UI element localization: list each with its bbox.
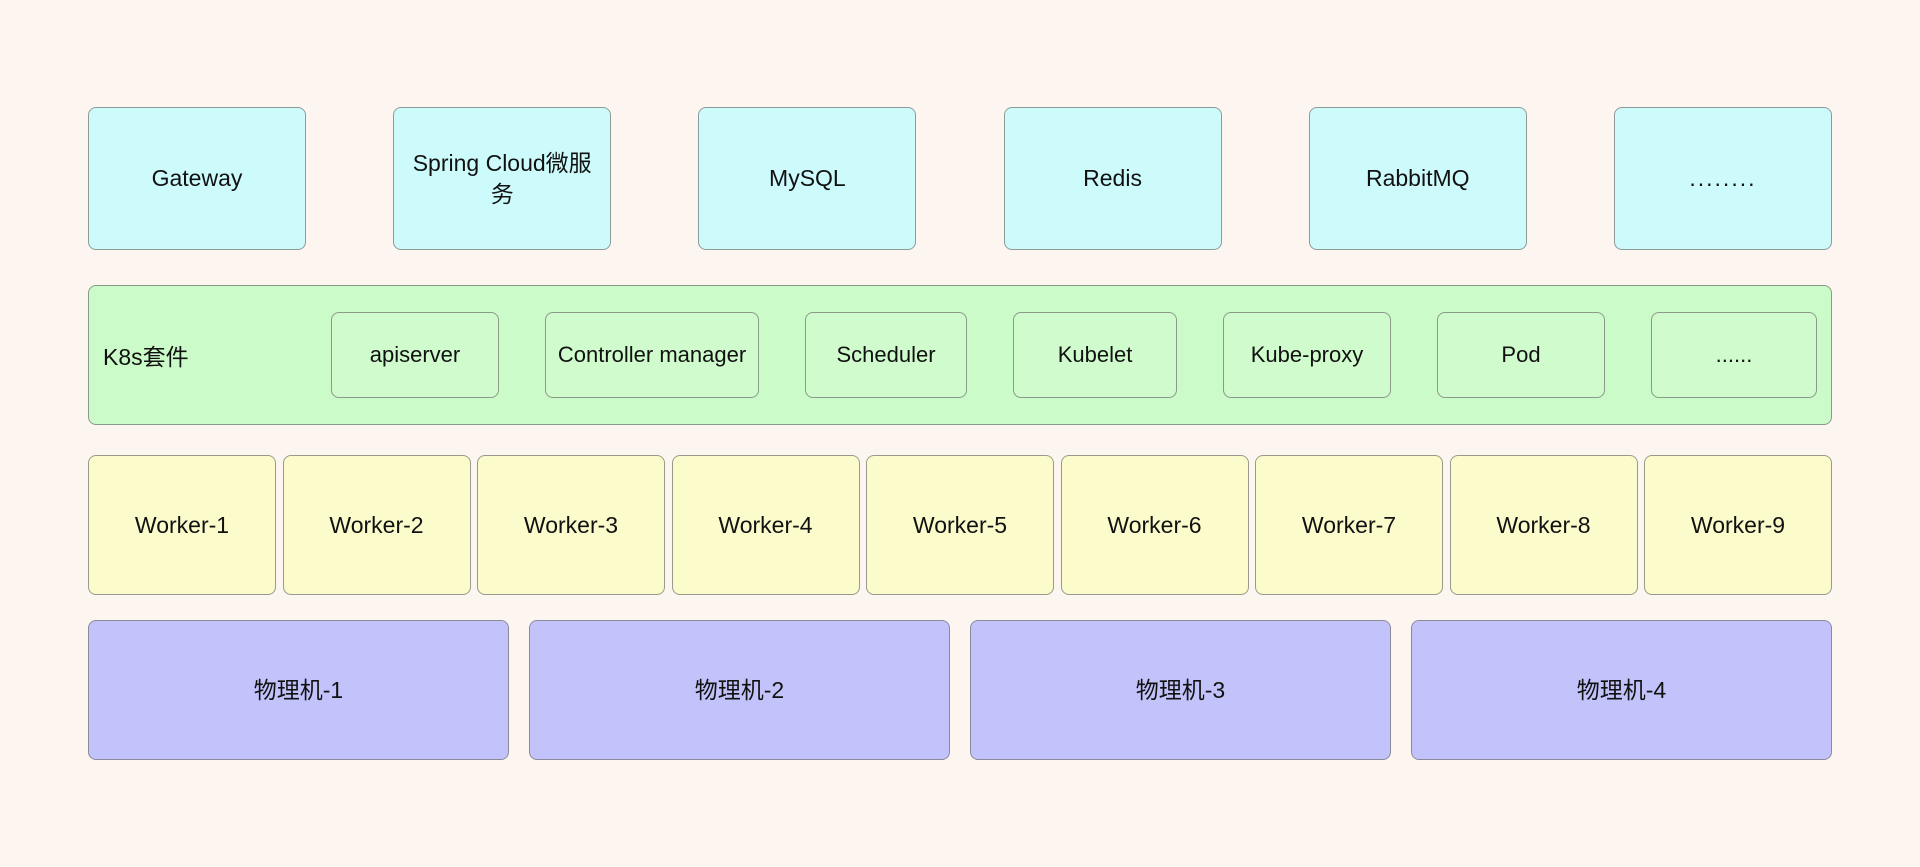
app-node-label: ........ [1689,165,1757,192]
app-node-label: Spring Cloud微服务 [412,150,592,207]
app-node-label: MySQL [769,165,846,192]
worker-node-4[interactable]: Worker-4 [671,455,860,595]
worker-node-label: Worker-1 [134,511,230,538]
physical-machine-layer-row: 物理机-1 物理机-2 物理机-3 物理机-4 [88,620,1832,760]
k8s-component-label: apiserver [369,342,461,368]
k8s-component-label: Controller manager [557,342,747,368]
app-node-rabbitmq[interactable]: RabbitMQ [1308,107,1527,250]
worker-node-label: Worker-9 [1690,511,1786,538]
worker-node-2[interactable]: Worker-2 [282,455,471,595]
worker-node-label: Worker-8 [1496,511,1591,538]
worker-layer-row: Worker-1 Worker-2 Worker-3 Worker-4 Work… [88,455,1832,595]
worker-node-label: Worker-2 [329,511,424,538]
physical-machine-1[interactable]: 物理机-1 [88,620,509,760]
k8s-component-kube-proxy[interactable]: Kube-proxy [1223,312,1391,398]
app-node-label: RabbitMQ [1365,165,1470,192]
app-node-label: Redis [1083,165,1142,192]
physical-machine-label: 物理机-4 [1576,676,1667,703]
k8s-component-ellipsis[interactable]: ...... [1651,312,1817,398]
worker-node-label: Worker-3 [523,511,619,538]
worker-node-label: Worker-7 [1301,511,1397,538]
worker-node-7[interactable]: Worker-7 [1255,455,1443,595]
k8s-component-list: apiserver Controller manager Scheduler K… [331,286,1823,424]
k8s-suite-label: K8s套件 [103,344,189,370]
physical-machine-label: 物理机-3 [1135,676,1226,703]
app-node-mysql[interactable]: MySQL [698,107,917,250]
app-node-label: Gateway [151,165,243,192]
k8s-component-pod[interactable]: Pod [1437,312,1605,398]
app-node-spring-cloud[interactable]: Spring Cloud微服务 [393,107,612,250]
worker-node-6[interactable]: Worker-6 [1060,455,1249,595]
worker-node-8[interactable]: Worker-8 [1449,455,1638,595]
k8s-component-kubelet[interactable]: Kubelet [1013,312,1177,398]
worker-node-label: Worker-5 [912,511,1008,538]
app-node-gateway[interactable]: Gateway [88,107,306,250]
worker-node-1[interactable]: Worker-1 [88,455,276,595]
k8s-component-label: ...... [1715,342,1753,368]
k8s-component-label: Kubelet [1057,342,1133,368]
worker-node-9[interactable]: Worker-9 [1644,455,1832,595]
app-node-redis[interactable]: Redis [1003,107,1222,250]
worker-node-label: Worker-6 [1107,511,1202,538]
k8s-component-label: Pod [1501,342,1541,368]
physical-machine-3[interactable]: 物理机-3 [970,620,1391,760]
physical-machine-4[interactable]: 物理机-4 [1411,620,1832,760]
application-layer-row: Gateway Spring Cloud微服务 MySQL Redis Rabb… [88,107,1832,250]
k8s-component-scheduler[interactable]: Scheduler [805,312,967,398]
k8s-component-apiserver[interactable]: apiserver [331,312,499,398]
physical-machine-2[interactable]: 物理机-2 [529,620,950,760]
physical-machine-label: 物理机-1 [253,676,344,703]
worker-node-label: Worker-4 [718,511,813,538]
app-node-ellipsis[interactable]: ........ [1613,107,1832,250]
k8s-component-label: Scheduler [836,342,936,368]
worker-node-5[interactable]: Worker-5 [866,455,1054,595]
physical-machine-label: 物理机-2 [694,676,785,703]
k8s-component-label: Kube-proxy [1250,342,1364,368]
k8s-component-controller-manager[interactable]: Controller manager [545,312,759,398]
worker-node-3[interactable]: Worker-3 [477,455,665,595]
k8s-suite-band: K8s套件 apiserver Controller manager Sched… [88,285,1832,425]
